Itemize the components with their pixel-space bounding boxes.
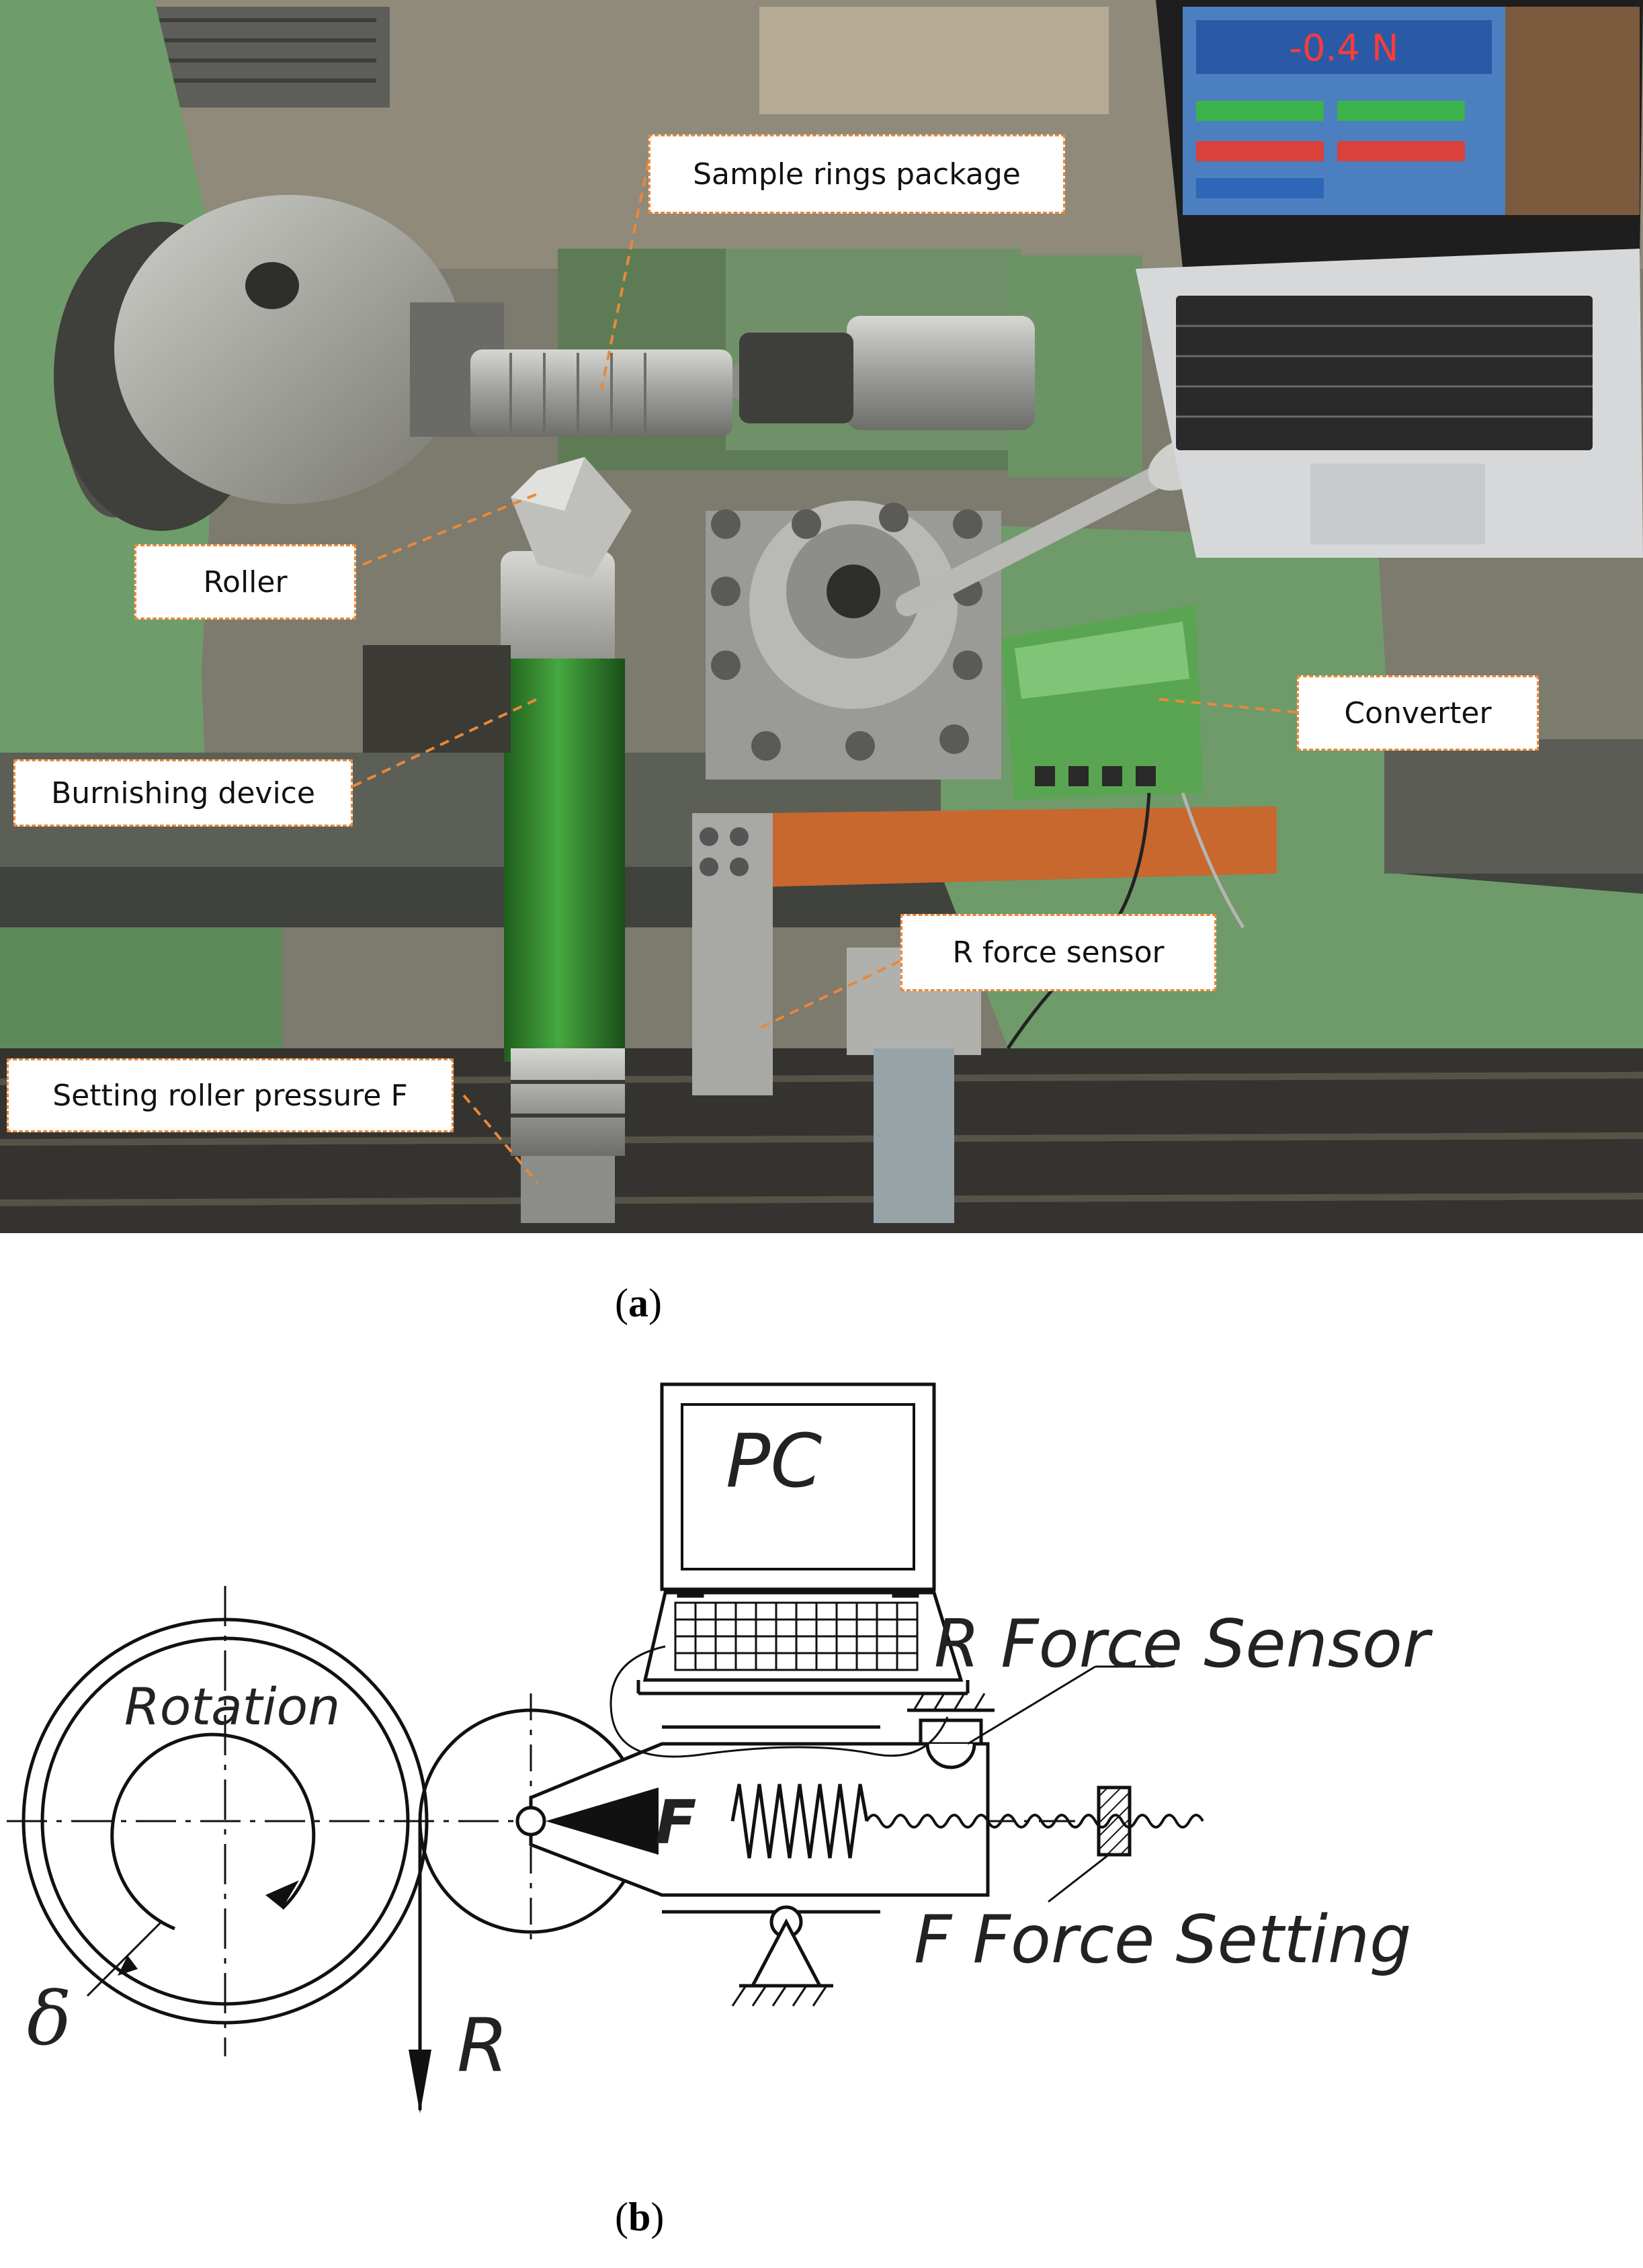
sample-rings xyxy=(470,349,732,437)
f-force-setting-label: F Force Setting xyxy=(914,1902,1412,1978)
callout-roller: Roller xyxy=(134,544,356,620)
sensor-plate xyxy=(692,813,773,1095)
callout-r-force-sensor: R force sensor xyxy=(900,914,1216,991)
burnishing-tube xyxy=(504,659,625,1062)
rotation-arrow xyxy=(110,1732,316,1931)
callout-sample-rings: Sample rings package xyxy=(648,134,1065,214)
f-arrow xyxy=(546,1788,659,1855)
pc-screen xyxy=(660,1382,936,1591)
schematic-drawing xyxy=(7,1382,1204,2113)
setting-nut xyxy=(511,1048,625,1156)
setting-knob xyxy=(1097,1786,1132,1857)
schematic-diagram: PC Rotation R Force Sensor F Force Setti… xyxy=(0,1378,1643,2150)
live-center xyxy=(739,333,853,423)
leader-lines xyxy=(352,161,1298,1184)
photo-panel: -0.4 N xyxy=(0,0,1643,1233)
tailstock-quill xyxy=(847,316,1035,430)
pc-cable xyxy=(609,1645,949,1758)
delta-symbol: δ xyxy=(27,1976,72,2062)
pc-label: PC xyxy=(726,1418,823,1504)
threaded-rod xyxy=(866,1814,1204,1829)
spring xyxy=(730,1783,869,1859)
r-symbol: R xyxy=(457,2003,509,2089)
f-symbol: F xyxy=(655,1788,697,1858)
screen-readout: -0.4 N xyxy=(1290,27,1399,69)
callout-burnishing-device: Burnishing device xyxy=(13,759,353,827)
callout-converter: Converter xyxy=(1297,675,1539,751)
copper-bar xyxy=(759,806,1277,887)
panel-label-b: (b) xyxy=(615,2195,665,2239)
rotation-label: Rotation xyxy=(124,1677,341,1736)
chuck xyxy=(114,195,464,504)
lever xyxy=(896,452,1194,616)
callout-setting-roller-pressure: Setting roller pressure F xyxy=(7,1058,454,1132)
r-force-sensor-label: R Force Sensor xyxy=(934,1606,1430,1683)
panel-label-a: (a) xyxy=(615,1281,662,1325)
